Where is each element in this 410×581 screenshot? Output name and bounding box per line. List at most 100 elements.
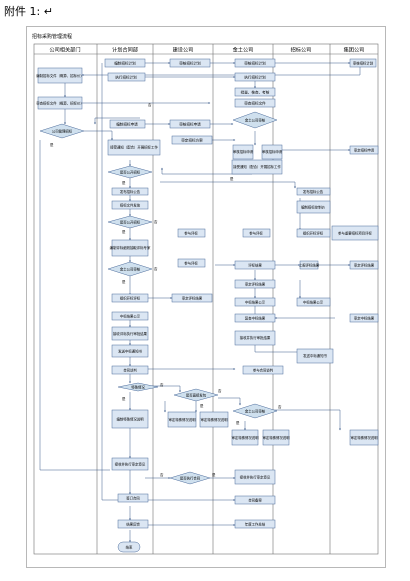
node-label: 审定特殊情况说明 [262,435,290,440]
edge-label-no: 否 [160,473,164,477]
node-label: 执行招标计划 [244,74,266,79]
end-terminal [117,541,141,553]
node-label: 发送中标通知书 [118,349,142,354]
node-label: 审定特殊情况说明 [200,417,228,422]
node-label: 金土公司审核 [245,117,266,122]
feedback-lines [39,63,118,501]
node-label: 审定招标申请 [354,147,375,152]
node-label: 合同备案 [248,497,262,502]
lane-headers: 公司相关部门 计划合同部 建设公司 金土公司 招标公司 集团公司 [49,46,364,54]
edge-label-yes: 是 [122,396,126,401]
node-label: 接受通知（配合）开展招标工作 [233,164,281,169]
node-label: 是否公开招标 [120,219,141,224]
node-label: 审定特殊情况说明 [231,435,259,440]
node-label: 编制招标文件（概算、招标价） [36,73,83,78]
node-label: 审核招标申请 [262,149,283,154]
edge-label-no: 否 [278,405,282,409]
node-label: 结束 [126,544,133,549]
node-label: 编制招标申请 [116,121,138,126]
node-label: 发布招标公告 [303,189,324,194]
edge-label-yes: 是 [122,279,126,284]
node-label: 组织开标评标 [120,295,141,300]
edge-label-no: 否 [160,383,164,387]
node-label: 审定评标结果 [245,281,266,286]
process-boxes [37,58,379,529]
node-label: 编制特殊情况说明 [116,417,144,422]
node-label: 参与评标 [249,230,263,235]
lane-header-bidding-co: 招标公司 [291,46,312,54]
node-label: 特殊情况 [131,384,145,389]
node-label: 审定评标结果 [182,295,203,300]
node-label: 结果反馈 [126,521,140,526]
node-label: 参与评标 [184,230,198,235]
edge-label-no: 否 [148,103,152,107]
node-label: 执行招标计划 [115,74,137,79]
node-label: 审定中标结果 [354,315,375,320]
node-label: 发送中标通知书 [303,353,327,358]
node-label: 审查招标文件（概算、招标价） [36,101,83,106]
node-label: 中标结果公示 [245,299,266,304]
node-label: 签订合同 [126,495,140,500]
node-label: 审查招标文件 [244,100,266,105]
edge-label-no: 否 [218,389,222,393]
node-label: 参与重要招标项目评标 [338,231,373,236]
edge-label-yes: 是 [122,229,126,234]
decision-diamonds [39,111,278,485]
node-label: 组织开标评标 [303,230,324,235]
node-label: 年度工作总结 [245,521,266,526]
node-label: 接收并执行审定意见 [240,475,271,480]
lane-header-construction-co: 建设公司 [173,46,194,54]
node-label: 审核招标计划 [244,60,266,65]
node-label: 审核招标计划 [179,60,201,65]
node-label: 审核招标申请 [179,121,201,126]
edge-label-yes: 是 [236,420,240,425]
edge-labels: 否 是 是 是 否 是 否 是 否 是 否 是 否 是 否 是 [50,103,282,477]
lane-header-jintu-co: 金土公司 [233,46,254,54]
node-label: 招标文件发放 [120,202,141,207]
lane-header-related-depts: 公司相关部门 [49,46,80,54]
diagram-title: 招标采购管理流程 [32,34,73,40]
node-label: 是否执行合同 [180,475,201,480]
edge-label-yes: 是 [122,180,126,185]
edge-label-yes: 是 [212,472,216,477]
node-label: 复查中标结果 [245,315,266,320]
node-label: 编制招标控制价 [301,205,325,210]
edge-label-yes: 是 [230,176,234,181]
node-label: 接收评标执行审批结果 [113,331,148,336]
node-label: 金土公司审核 [120,266,141,271]
edge-label-no: 否 [154,267,158,271]
edge-label-yes: 是 [50,142,54,147]
node-label: 参与评标 [184,260,198,265]
attachment-label: 附件 1: ↵ [4,5,53,18]
node-label: 发布招标公告 [120,189,141,194]
node-label: 公司管理招标 [52,128,73,133]
node-label: 金土公司审核 [245,408,266,413]
node-labels: 编制招标计划 审核招标计划 审核招标计划 审核招标计划 编制招标文件（概算、招标… [36,60,378,549]
node-label: 中标结果公示 [120,313,141,318]
node-label: 接收并执行审批结果 [240,335,271,340]
node-label: 编制招标计划 [114,60,136,65]
node-label: 审定特殊情况说明 [168,417,196,422]
node-label: 审核招标计划 [353,60,374,65]
node-label: 审定特殊情况说明 [350,435,378,440]
node-label: 接收并执行审定意见 [115,462,146,467]
node-label: 上报评标结果 [299,262,320,267]
lane-header-group-co: 集团公司 [344,46,365,54]
edge-label-yes: 是 [200,403,204,408]
node-label: 参与合同谈判 [253,367,274,372]
node-label: 评标结果 [248,262,262,267]
node-label: 审定招标方案 [181,137,203,142]
node-label: 审核招标申请 [233,149,254,154]
node-label: 批量、核查、考核 [241,89,270,94]
edge-label-no: 否 [154,220,158,224]
node-label: 中标结果公示 [303,299,324,304]
node-label: 编制评标细则抽取评标专家 [110,245,151,250]
lane-header-planning-contract: 计划合同部 [112,46,138,54]
node-label: 是否直接发包 [186,392,207,397]
node-label: 审定评标结果 [354,262,375,267]
node-label: 接受通知（配合）开展招标工作 [110,145,158,150]
node-label: 是否公开招标 [120,169,141,174]
connectors [64,62,361,543]
node-label: 合同谈判 [123,367,137,372]
